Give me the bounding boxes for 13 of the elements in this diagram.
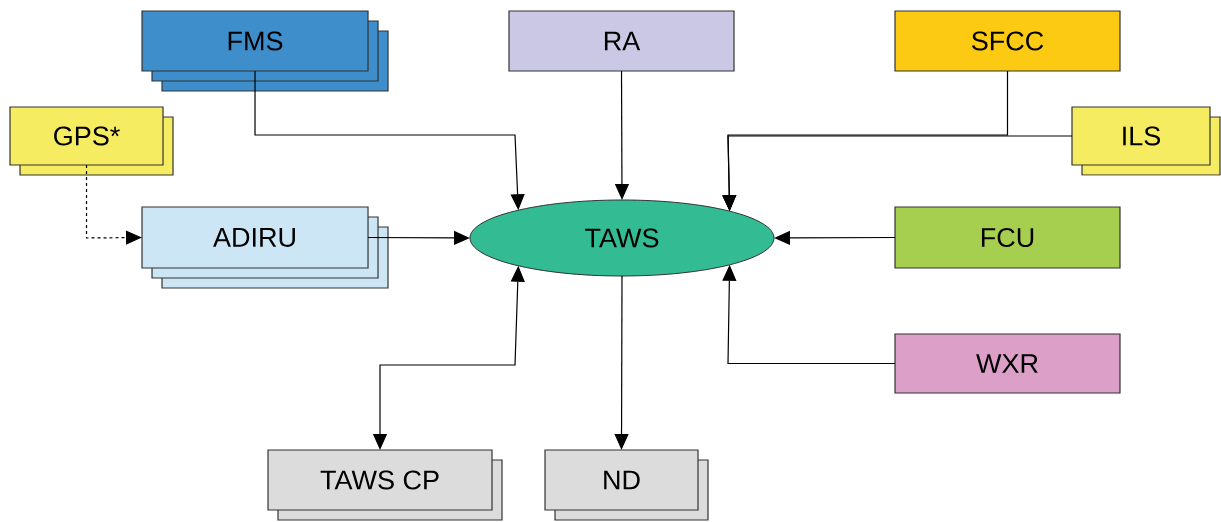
process-box: WXR (894, 333, 1121, 394)
ellipse-node: TAWS (469, 199, 775, 277)
stacked-box: ND (544, 449, 709, 521)
arrow (85, 164, 142, 245)
stacked-box: FMS (141, 10, 389, 92)
process-box: RA (508, 10, 735, 72)
stacked-box: ILS (1071, 106, 1221, 176)
stacked-box: GPS* (9, 106, 174, 176)
stacked-box: ADIRU (141, 206, 389, 289)
process-box: FCU (894, 206, 1121, 269)
arrow (614, 275, 629, 450)
stacked-box: TAWS CP (267, 449, 503, 521)
process-box: SFCC (894, 10, 1121, 72)
